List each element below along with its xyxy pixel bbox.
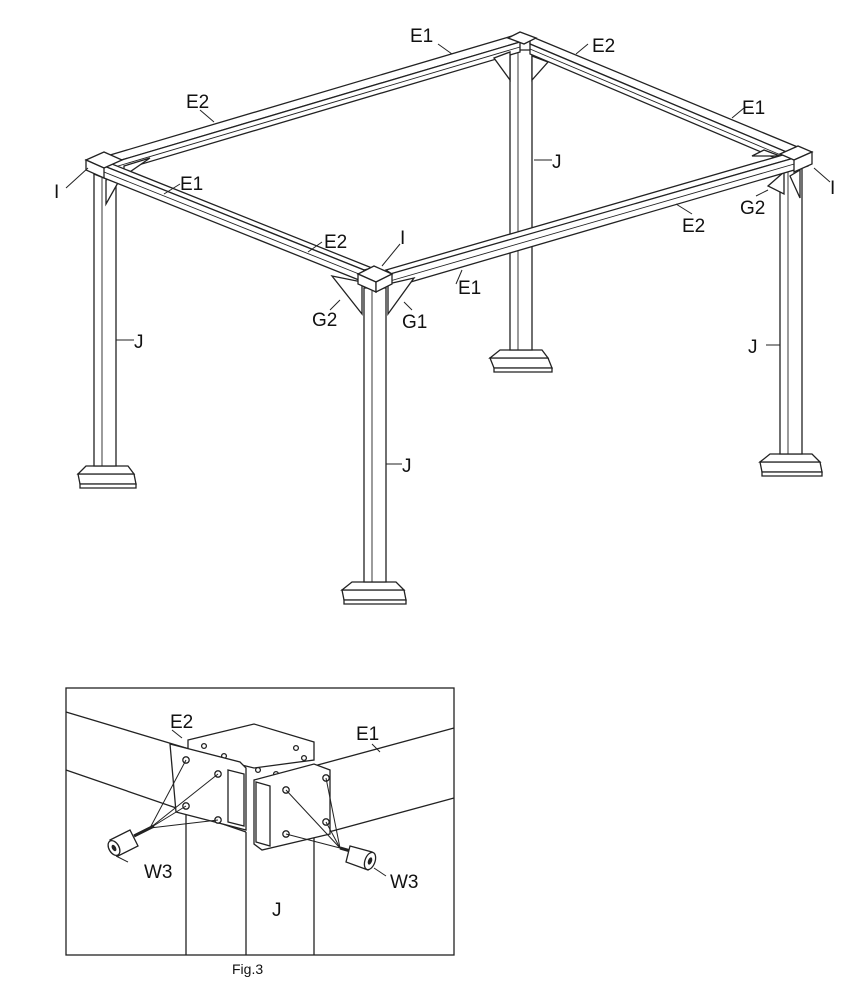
bracket-back-right xyxy=(531,55,550,82)
label-j-left: J xyxy=(134,332,144,353)
label-j-back: J xyxy=(552,152,562,173)
bracket-front-g2 xyxy=(330,275,363,316)
detail-bolt-lines xyxy=(149,759,341,849)
post-back xyxy=(488,49,553,373)
label-e2-front-left: E2 xyxy=(324,232,347,253)
leader-lines xyxy=(65,43,831,465)
bracket-front-g1 xyxy=(387,276,416,317)
gazebo-frame xyxy=(76,31,823,605)
beam-left-side xyxy=(98,35,522,175)
label-e2-back-right: E2 xyxy=(592,36,615,57)
label-g2-right: G2 xyxy=(740,198,765,219)
figure-caption: Fig.3 xyxy=(232,961,263,977)
post-front xyxy=(340,287,407,605)
detail-figure: E2 E1 W3 W3 J xyxy=(65,687,455,956)
detail-beam-e2-end xyxy=(169,743,247,831)
detail-beam-e1-end xyxy=(253,763,331,851)
detail-label-e1: E1 xyxy=(356,724,379,745)
detail-bolt-w3-left xyxy=(107,824,155,857)
beam-front-right xyxy=(384,149,810,289)
detail-label-w3-left: W3 xyxy=(144,862,173,883)
label-j-right: J xyxy=(748,337,758,358)
post-right xyxy=(758,159,823,477)
label-e2-left: E2 xyxy=(186,92,209,113)
detail-label-e2: E2 xyxy=(170,712,193,733)
label-e1-right: E1 xyxy=(742,98,765,119)
corner-cap-left-side xyxy=(85,158,105,180)
label-e1-front: E1 xyxy=(458,278,481,299)
bracket-right-corner-a xyxy=(766,170,785,196)
label-g2-front: G2 xyxy=(312,310,337,331)
label-e1-front-left: E1 xyxy=(180,174,203,195)
beam-front-left xyxy=(91,159,375,283)
corner-cap-back xyxy=(506,31,538,45)
label-i-left: I xyxy=(54,182,59,203)
detail-bolt-w3-right xyxy=(339,845,377,871)
post-left xyxy=(76,169,137,489)
label-e1-back: E1 xyxy=(410,26,433,47)
label-i-right: I xyxy=(830,178,835,199)
corner-cap-front-right xyxy=(375,272,393,294)
main-labels: E1 E2 E2 E1 J I E1 I G2 E2 E2 I E1 G2 G1… xyxy=(54,26,835,477)
bracket-back-left xyxy=(492,51,511,82)
label-g1-front: G1 xyxy=(402,312,427,333)
detail-label-w3-right: W3 xyxy=(390,872,419,893)
bracket-right-corner-c xyxy=(751,149,781,157)
bracket-right-corner-b xyxy=(789,168,801,199)
label-i-front: I xyxy=(400,228,405,249)
corner-cap-right-side xyxy=(793,150,813,174)
label-j-front: J xyxy=(402,456,412,477)
label-e2-front-right: E2 xyxy=(682,216,705,237)
detail-label-j: J xyxy=(272,900,282,921)
